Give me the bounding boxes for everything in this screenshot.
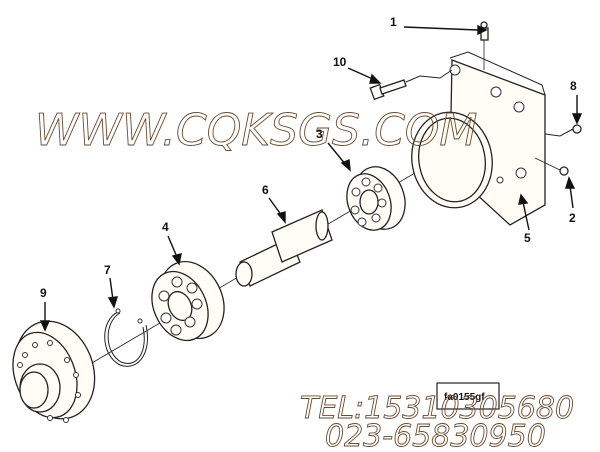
callout-7: 7 xyxy=(104,263,111,277)
callout-1: 1 xyxy=(390,15,397,29)
callout-8: 8 xyxy=(570,79,577,93)
callout-2: 2 xyxy=(569,211,576,225)
callout-9: 9 xyxy=(40,286,47,300)
callout-4: 4 xyxy=(162,220,169,234)
part-2-plug xyxy=(534,157,569,176)
watermark-phone-1: TEL:15310305680 xyxy=(300,391,574,426)
callout-arrows xyxy=(39,24,583,332)
watermark-phone-2: 023-65830950 xyxy=(325,419,546,452)
part-8-plug xyxy=(544,124,582,137)
part-5-housing xyxy=(411,51,546,226)
reference-code: fa0155gf xyxy=(444,392,485,403)
callout-5: 5 xyxy=(524,231,531,245)
part-9-flange-hub xyxy=(12,320,96,423)
part-10-bolt xyxy=(369,69,453,101)
part-4-bearing xyxy=(151,260,225,342)
part-7-snap-ring xyxy=(104,308,148,367)
callout-10: 10 xyxy=(333,55,347,69)
callout-6: 6 xyxy=(262,183,269,197)
reference-code-box xyxy=(436,382,500,410)
part-3-bearing xyxy=(346,166,406,231)
callout-3: 3 xyxy=(316,127,323,141)
part-1-fitting xyxy=(480,21,489,70)
watermark-website: WWW.CQKSGS.COM xyxy=(35,105,477,156)
part-6-shaft xyxy=(235,209,333,287)
